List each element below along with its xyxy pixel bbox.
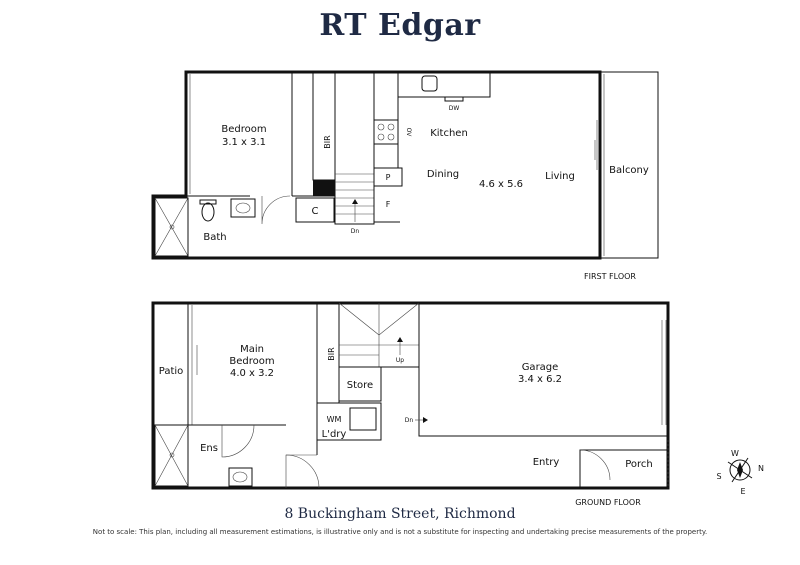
balcony (599, 71, 659, 259)
bedroom-door (261, 195, 291, 225)
store-label: Store (347, 380, 373, 391)
property-address: 8 Buckingham Street, Richmond (284, 506, 516, 522)
washing-machine-label: WM (327, 415, 342, 424)
main-bedroom-size: 4.0 x 3.2 (230, 368, 274, 379)
compass-icon (727, 457, 753, 483)
kitchen-label: Kitchen (430, 128, 468, 139)
first-floor-stairs (334, 71, 375, 225)
ground-floor-stairs (338, 302, 420, 368)
bir-first-floor (312, 71, 336, 181)
laundry (316, 402, 382, 441)
stairs-dn-label-first: Dn (351, 228, 360, 235)
dining-label: Dining (427, 169, 459, 180)
compass-w: W (731, 449, 739, 458)
living-size: 4.6 x 5.6 (479, 179, 523, 190)
fridge-space (373, 186, 400, 223)
bir-label-ground: BIR (327, 347, 336, 361)
pantry-label: P (386, 173, 391, 182)
ensuite-shower (154, 424, 189, 487)
oven-label: OV (405, 128, 412, 138)
kitchen-sink (421, 75, 438, 92)
entry-label: Entry (533, 457, 560, 468)
ground-floor-outer-wall (151, 301, 670, 490)
ground-floor-label: GROUND FLOOR (575, 498, 641, 507)
brand-logo: RT Edgar (319, 8, 481, 43)
bath-label: Bath (203, 232, 226, 243)
garage-size: 3.4 x 6.2 (518, 374, 562, 385)
ensuite-label: Ens (200, 443, 218, 454)
first-floor-label: FIRST FLOOR (584, 272, 636, 281)
toilet-first-floor (201, 202, 215, 222)
compass-n: N (758, 464, 764, 473)
stairs-dn-label-ground: Dn (405, 417, 414, 424)
entry-door (285, 454, 317, 488)
garage-label: Garage (522, 362, 559, 373)
fridge-label: F (386, 200, 391, 209)
bath-vanity (230, 198, 256, 218)
living-label: Living (545, 171, 575, 182)
compass-s: S (716, 472, 721, 481)
ground-floor-plan (151, 301, 670, 490)
cupboard-c (295, 197, 335, 223)
disclaimer-text: Not to scale: This plan, including all m… (92, 528, 708, 536)
patio-label: Patio (159, 366, 184, 377)
kitchen-island (397, 72, 491, 98)
bedroom-size: 3.1 x 3.1 (222, 137, 266, 148)
bir-label-first: BIR (323, 135, 332, 149)
first-floor-plan (151, 70, 659, 260)
porch-wall (579, 449, 668, 488)
porch-label: Porch (625, 459, 653, 470)
cooktop (373, 119, 399, 145)
main-bedroom-label-2: Bedroom (229, 356, 274, 367)
bedroom-label: Bedroom (221, 124, 266, 135)
first-floor-column (313, 180, 335, 196)
first-floor-outer-wall (151, 70, 602, 260)
ensuite-vanity (228, 467, 253, 487)
pantry (373, 167, 403, 187)
store (338, 366, 382, 402)
compass-e: E (740, 487, 745, 496)
garage-wall (418, 303, 668, 437)
laundry-label: L'dry (322, 429, 347, 440)
cupboard-c-label: C (312, 206, 319, 217)
stairs-up-label: Up (396, 357, 404, 364)
balcony-label: Balcony (609, 165, 649, 176)
main-bedroom-label-1: Main (240, 344, 264, 355)
dishwasher-label: DW (449, 105, 460, 112)
